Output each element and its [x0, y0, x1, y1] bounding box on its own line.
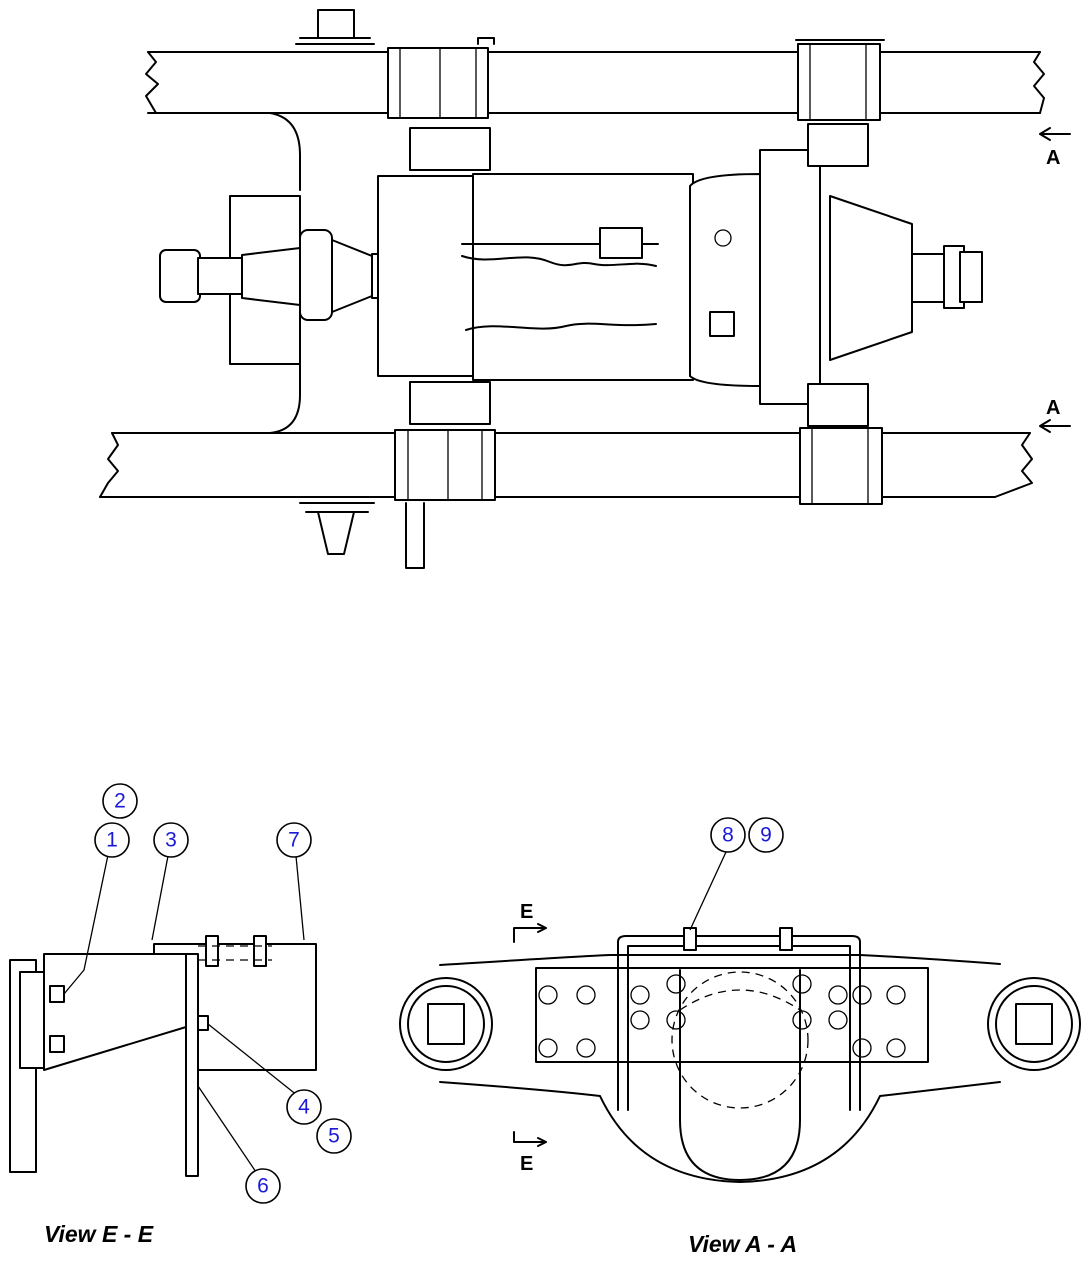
svg-text:8: 8 [722, 824, 734, 847]
section-mark-e-top: E [520, 901, 533, 923]
svg-text:7: 7 [288, 829, 300, 852]
svg-text:4: 4 [298, 1096, 310, 1119]
callout-4: 4 [286, 1089, 322, 1125]
view-a-a: 8 9 E E View A - A [399, 817, 1081, 1257]
view-a-a-label: View A - A [688, 1231, 797, 1257]
svg-text:9: 9 [760, 824, 772, 847]
svg-text:6: 6 [257, 1175, 269, 1198]
svg-text:2: 2 [114, 790, 126, 813]
callout-6: 6 [245, 1168, 281, 1204]
section-mark-a-bottom: A [1046, 397, 1060, 419]
svg-text:1: 1 [106, 829, 118, 852]
callout-5: 5 [316, 1118, 352, 1154]
callout-7: 7 [276, 822, 312, 858]
callout-1: 1 [94, 822, 130, 858]
svg-text:5: 5 [328, 1125, 340, 1148]
callout-3: 3 [153, 822, 189, 858]
svg-text:3: 3 [165, 829, 177, 852]
section-mark-a-top: A [1046, 147, 1060, 169]
callout-9: 9 [748, 817, 784, 853]
view-e-e-label: View E - E [44, 1221, 154, 1247]
view-e-e: 2 1 3 7 4 5 6 View E - E [9, 783, 352, 1247]
callout-8: 8 [710, 817, 746, 853]
top-view: A A [99, 9, 1071, 569]
section-mark-e-bottom: E [520, 1153, 533, 1175]
callout-2: 2 [102, 783, 138, 819]
